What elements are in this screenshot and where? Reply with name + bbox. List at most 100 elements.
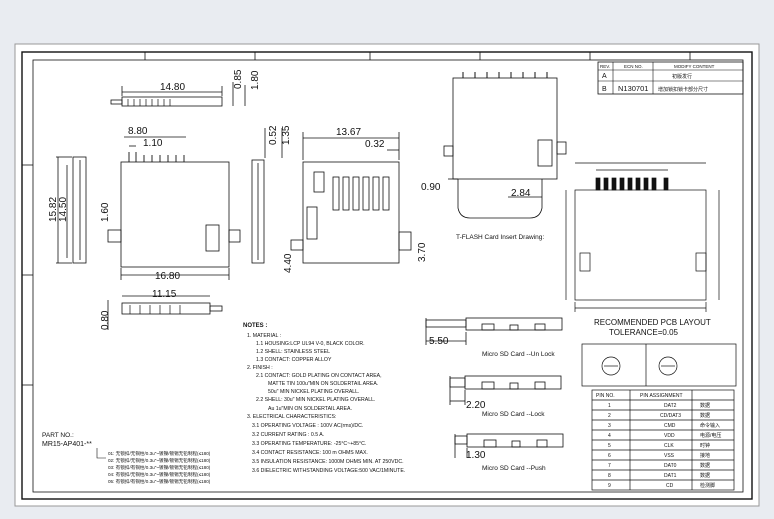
insert-caption: T-FLASH Card Insert Drawing: bbox=[456, 234, 544, 241]
pcb-tolerance: TOLERANCE=0.05 bbox=[609, 328, 679, 337]
side-b-dim: 1.35 bbox=[281, 125, 292, 145]
right-side-view bbox=[251, 128, 283, 264]
part-option-1: 02: 无锁扣/无铜柱/0.3u"~镀镍/镀锡无铅制程(≤180) bbox=[108, 457, 211, 464]
pin-row-5-name: CLK bbox=[664, 443, 674, 449]
insert-left-dim: 0.90 bbox=[421, 182, 441, 193]
front-height-inner-dim: 14.50 bbox=[58, 197, 69, 222]
pin-row-6-no: 6 bbox=[608, 453, 611, 459]
part-option-4: 05: 有锁扣/有铜柱/0.3u"~镀镍/镀锡无铅制程(≤180) bbox=[108, 478, 211, 485]
pin-row-8-name: DAT1 bbox=[664, 473, 677, 479]
rev-row-a-content: 初版发行 bbox=[672, 73, 692, 80]
front-left-dim: 1.60 bbox=[100, 202, 111, 222]
note-line-14: 3.4 CONTACT RESISTANCE: 100 m OHMS MAX. bbox=[252, 450, 368, 456]
push-caption: Micro SD Card --Push bbox=[482, 465, 546, 472]
zone-ticks bbox=[22, 52, 691, 386]
lock-view-lock bbox=[449, 375, 562, 405]
front-view bbox=[107, 136, 241, 280]
unlock-caption: Micro SD Card --Un Lock bbox=[482, 351, 555, 358]
pin-row-9-no: 9 bbox=[608, 483, 611, 489]
part-option-2: 03: 有锁扣/有铜柱/0.3u"~镀镍/镀锡无铅制程(≤180) bbox=[108, 464, 211, 471]
note-line-10: 3. ELECTRICAL CHARACTERISTICS: bbox=[247, 414, 336, 420]
front-pitch-dim: 1.10 bbox=[143, 138, 163, 149]
top-width-dim: 14.80 bbox=[160, 82, 185, 93]
part-no-label: PART NO.: bbox=[42, 432, 74, 439]
pin-row-6-desc: 接地 bbox=[700, 452, 710, 459]
pin-row-1-desc: 数据 bbox=[700, 402, 710, 409]
insert-right-dim: 2.84 bbox=[511, 188, 531, 199]
pin-row-6-name: VSS bbox=[664, 453, 675, 459]
note-line-2: 1.2 SHELL: STAINLESS STEEL bbox=[256, 349, 330, 355]
pin-row-9-name: CD bbox=[666, 483, 674, 489]
part-option-3: 04: 有锁扣/无铜柱/0.3u"~镀镍/镀锡无铅制程(≤180) bbox=[108, 471, 211, 478]
note-line-0: 1. MATERIAL : bbox=[247, 333, 281, 339]
back-view bbox=[290, 132, 412, 264]
bottom-width-dim: 11.15 bbox=[152, 289, 177, 300]
lock-view-unlock bbox=[425, 317, 563, 345]
pin-row-4-name: VDD bbox=[664, 433, 675, 439]
pin-row-8-desc: 数据 bbox=[700, 472, 710, 479]
card-insert-view bbox=[443, 72, 567, 219]
note-line-1: 1.1 HOUSING:LCP UL94 V-0, BLACK COLOR. bbox=[256, 341, 365, 347]
top-view bbox=[110, 82, 246, 107]
pin-row-2-desc: 数据 bbox=[700, 412, 710, 419]
note-line-6: MATTE TIN 100u"MIN ON SOLDERTAIL AREA. bbox=[268, 381, 378, 387]
pin-row-1-no: 1 bbox=[608, 403, 611, 409]
back-left-dim: 4.40 bbox=[283, 253, 294, 273]
note-line-13: 3.3 OPERATING TEMPERATURE: -25°C~+85°C. bbox=[252, 441, 366, 447]
rev-header-ecn: ECN NO. bbox=[624, 64, 643, 69]
part-no-value: MR15-AP401-** bbox=[42, 441, 92, 448]
pin-row-9-desc: 检测脚 bbox=[700, 482, 715, 489]
lock-caption: Micro SD Card --Lock bbox=[482, 411, 545, 418]
rev-row-b-content: 增加锁扣锁卡部分尺寸 bbox=[658, 86, 708, 93]
bottom-h-dim: 0.80 bbox=[100, 310, 111, 330]
pin-header-assign: PIN ASSIGNMENT bbox=[640, 393, 683, 399]
part-number-block: PART NO.: MR15-AP401-** 01: 无锁扣/无铜柱/0.3u… bbox=[42, 432, 211, 485]
part-option-0: 01: 无锁扣/无铜柱/0.3u"~镀镍/镀锡无铅制程(≤180) bbox=[108, 450, 211, 457]
note-line-7: 50u" MIN NICKEL PLATING OVERALL. bbox=[268, 389, 360, 395]
note-line-5: 2.1 CONTACT: GOLD PLATING ON CONTACT ARE… bbox=[256, 373, 382, 379]
sheet-inner-border bbox=[21, 51, 753, 500]
notes-block: NOTES : 1. MATERIAL : 1.1 HOUSING:LCP UL… bbox=[243, 323, 405, 474]
pin-row-3-name: CMD bbox=[664, 423, 676, 429]
back-right-dim: 3.70 bbox=[417, 242, 428, 262]
rev-header-rev: REV. bbox=[600, 64, 610, 69]
note-line-11: 3.1 OPERATING VOLTAGE : 100V AC(rms)/DC. bbox=[252, 423, 363, 429]
pin-row-5-no: 5 bbox=[608, 443, 611, 449]
pin-table: PIN NO. PIN ASSIGNMENT 1 DAT2 数据 2 CD/DA… bbox=[591, 389, 735, 491]
pin-row-2-no: 2 bbox=[608, 413, 611, 419]
note-line-16: 3.6 DIELECTRIC WITHSTANDING VOLTAGE:500 … bbox=[252, 468, 405, 474]
top-h2-dim: 1.80 bbox=[250, 70, 261, 90]
symbol-box bbox=[581, 343, 737, 387]
lock-dim: 2.20 bbox=[466, 400, 486, 411]
lock-view-push bbox=[454, 433, 564, 458]
note-line-3: 1.3 CONTACT: COPPER ALLOY bbox=[256, 357, 332, 363]
pin-row-4-desc: 电源/电压 bbox=[700, 432, 721, 439]
side-a-dim: 0.52 bbox=[268, 125, 279, 145]
pin-row-3-no: 3 bbox=[608, 423, 611, 429]
pin-row-4-no: 4 bbox=[608, 433, 611, 439]
rev-row-b: B bbox=[602, 86, 607, 93]
note-line-12: 3.2 CURRENT RATING : 0.5 A. bbox=[252, 432, 324, 438]
pin-row-5-desc: 时钟 bbox=[700, 442, 710, 449]
pin-row-7-no: 7 bbox=[608, 463, 611, 469]
pcb-layout bbox=[565, 162, 720, 312]
pin-row-2-name: CD/DAT3 bbox=[660, 413, 681, 419]
revision-table: REV. ECN NO. MODIFY CONTENT A 初版发行 B N13… bbox=[597, 61, 744, 95]
pcb-title: RECOMMENDED PCB LAYOUT bbox=[594, 318, 711, 327]
note-line-8: 2.2 SHELL: 30u" MIN NICKEL PLATING OVERA… bbox=[256, 397, 375, 403]
left-side-view bbox=[56, 156, 87, 264]
back-width-dim: 13.67 bbox=[336, 127, 361, 138]
pin-row-7-name: DAT0 bbox=[664, 463, 677, 469]
front-width-dim: 16.80 bbox=[155, 271, 180, 282]
pin-row-7-desc: 数据 bbox=[700, 462, 710, 469]
rev-row-a: A bbox=[602, 73, 607, 80]
rev-row-b-ecn: N130701 bbox=[618, 84, 648, 93]
back-top-dim: 0.32 bbox=[365, 139, 385, 150]
pin-row-3-desc: 命令输入 bbox=[700, 422, 720, 429]
pin-header-no: PIN NO. bbox=[596, 393, 615, 399]
push-dim: 1.30 bbox=[466, 450, 486, 461]
bottom-view bbox=[107, 295, 223, 330]
front-pitch-total-dim: 8.80 bbox=[128, 126, 148, 137]
pin-row-1-name: DAT2 bbox=[664, 403, 677, 409]
